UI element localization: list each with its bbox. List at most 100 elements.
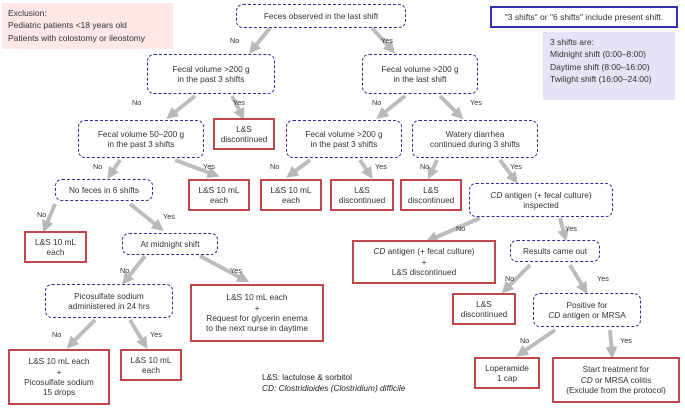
ls-discontinued-text: + L&S discontinued <box>391 256 457 278</box>
no-label: No <box>52 330 62 339</box>
no-label: No <box>230 36 240 45</box>
watery-diarrhea-node: Watery diarrhea continued during 3 shift… <box>412 120 538 158</box>
yes-label: Yes <box>375 162 387 171</box>
legend-ls: L&S: lactulose & sorbitol <box>262 372 352 382</box>
cd-abbrev: CD <box>548 310 561 320</box>
cd-abbrev: CD <box>373 246 386 257</box>
exclude-protocol-text: (Exclude from the protocol) <box>566 385 666 396</box>
no-label: No <box>270 162 280 171</box>
arrow <box>605 329 618 359</box>
fecal-volume-last-shift-node: Fecal volume >200 g in the last shift <box>362 54 478 94</box>
no-label: No <box>37 210 47 219</box>
no-label: No <box>132 98 142 107</box>
start-treatment-text: Start treatment for <box>582 364 650 375</box>
ls-10ml-each-action: L&S 10 mL each <box>260 179 322 211</box>
yes-label: Yes <box>203 162 215 171</box>
yes-label: Yes <box>620 336 632 345</box>
start-treatment-action: Start treatment for CD or MRSA colitis (… <box>552 357 680 403</box>
arrow <box>174 158 220 179</box>
yes-label: Yes <box>381 36 393 45</box>
cd-antigen-inspected-node: CD antigen (+ fecal culture) inspected <box>469 183 613 217</box>
no-label: No <box>520 336 530 345</box>
feces-observed-node: Feces observed in the last shift <box>236 4 406 28</box>
arrow <box>568 263 588 295</box>
ls-discontinued-action: L&S discontinued <box>452 293 516 325</box>
arrow <box>199 254 250 283</box>
arrow <box>122 254 147 285</box>
ls-discontinued-action: L&S discontinued <box>213 118 275 150</box>
no-label: No <box>505 274 515 283</box>
yes-label: Yes <box>597 274 609 283</box>
arrow <box>376 94 407 119</box>
no-label: No <box>456 224 466 233</box>
positive-cd-mrsa-node: Positive for CD antigen or MRSA <box>533 293 641 327</box>
no-label: No <box>120 266 130 275</box>
cd-abbrev: CD <box>490 189 503 200</box>
yes-label: Yes <box>565 224 577 233</box>
positive-antigen-text: antigen or MRSA <box>562 310 626 320</box>
arrow <box>438 94 464 120</box>
shift-line: Twilight shift (16:00–24:00) <box>550 73 652 84</box>
arrow <box>66 318 97 349</box>
shifts-title: 3 shifts are: <box>550 37 594 47</box>
glycerin-enema-action: L&S 10 mL each + Request for glycerin en… <box>190 284 324 342</box>
arrow <box>230 95 245 121</box>
legend: L&S: lactulose & sorbitol CD: Clostridio… <box>262 372 405 394</box>
ls-discontinued-action: L&S discontinued <box>400 179 462 211</box>
ls-10ml-each-action: L&S 10 mL each <box>24 231 87 263</box>
ls-10ml-each-action: L&S 10 mL each <box>188 179 250 211</box>
midnight-shift-node: At midnight shift <box>122 233 218 255</box>
no-feces-6-shifts-node: No feces in 6 shifts <box>55 179 153 201</box>
arrow <box>128 318 148 350</box>
arrow <box>557 217 569 242</box>
arrow <box>516 328 557 357</box>
arrow <box>128 202 164 231</box>
arrow <box>358 158 373 179</box>
yes-label: Yes <box>150 330 162 339</box>
shift-line: Daytime shift (8:00–16:00) <box>550 61 650 72</box>
arrow <box>425 216 481 243</box>
arrow <box>370 26 396 54</box>
fecal-volume-3shifts-b-node: Fecal volume >200 g in the past 3 shifts <box>286 120 402 158</box>
arrow <box>286 158 312 178</box>
exclusion-title: Exclusion: <box>8 8 47 18</box>
shifts-note: 3 shifts are: Midnight shift (0:00–8:00)… <box>543 32 675 100</box>
cd-antigen-inspected-line: CD antigen (+ fecal culture) <box>490 190 591 200</box>
arrow <box>166 94 197 119</box>
loperamide-action: Loperamide 1 cap <box>474 357 540 389</box>
positive-cd-line: CD antigen or MRSA <box>548 310 625 320</box>
shift-line: Midnight shift (0:00–8:00) <box>550 49 646 60</box>
yes-label: Yes <box>163 212 175 221</box>
legend-cd-line: CD: Clostridioides (Clostridium) diffici… <box>262 383 405 394</box>
cd-antigen-action-line: CD antigen (+ fecal culture) <box>373 246 474 256</box>
legend-cd: : Clostridioides (Clostridium) difficile <box>273 383 406 394</box>
cd-abbrev: CD <box>580 374 593 385</box>
no-label: No <box>420 162 430 171</box>
cd-antigen-discontinued-action: CD antigen (+ fecal culture) + L&S disco… <box>352 240 496 284</box>
ls-picosulfate-action: L&S 10 mL each + Picosulfate sodium 15 d… <box>8 349 110 405</box>
yes-label: Yes <box>233 98 245 107</box>
exclusion-line: Pediatric patients <18 years old <box>8 20 127 31</box>
no-label: No <box>372 98 382 107</box>
yes-label: Yes <box>510 162 522 171</box>
no-label: No <box>93 162 103 171</box>
cd-antigen-action-text: antigen (+ fecal culture) <box>387 246 475 257</box>
yes-label: Yes <box>470 98 482 107</box>
treatment-cd-line: CD or MRSA colitis <box>581 375 652 385</box>
arrow <box>427 159 439 180</box>
cd-inspected-text: inspected <box>523 200 559 210</box>
exclusion-line: Patients with colostomy or ileostomy <box>8 32 145 43</box>
arrow <box>501 263 532 294</box>
positive-for-text: Positive for <box>566 299 608 310</box>
present-shift-note: "3 shifts" or "6 shifts" include present… <box>490 6 678 28</box>
legend-cd-abbrev: CD <box>262 383 274 394</box>
fecal-volume-3shifts-node: Fecal volume >200 g in the past 3 shifts <box>147 54 275 94</box>
yes-label: Yes <box>230 266 242 275</box>
arrow <box>42 203 57 233</box>
exclusion-note: Exclusion: Pediatric patients <18 years … <box>2 3 173 49</box>
arrow <box>248 26 272 54</box>
arrow <box>498 158 518 184</box>
arrow <box>107 158 122 179</box>
fecal-volume-50-200-node: Fecal volume 50–200 g in the past 3 shif… <box>78 120 204 158</box>
